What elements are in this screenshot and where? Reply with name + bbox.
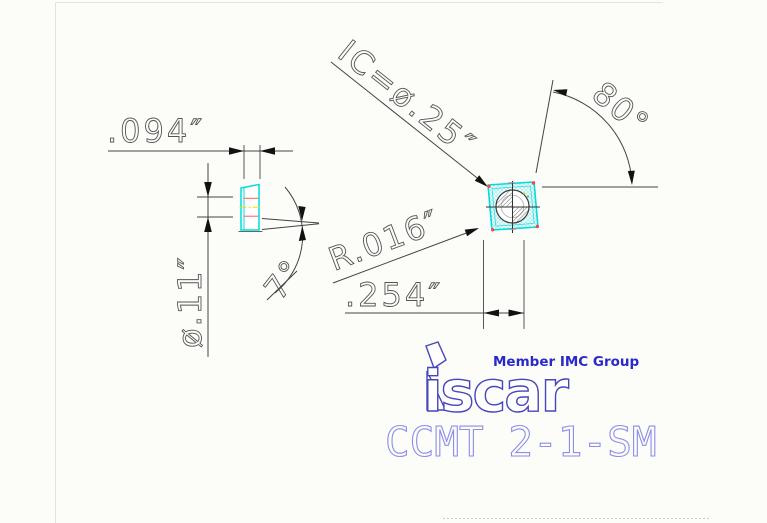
arrowhead-right-icon xyxy=(508,309,524,317)
corner-marker xyxy=(531,181,536,185)
drawing-title: CCMT 2-1-SM xyxy=(385,418,657,466)
arrowhead-icon xyxy=(474,175,488,187)
angle-reference-line xyxy=(261,218,320,224)
thickness-dimension: .094″ xyxy=(107,112,293,179)
corner-marker xyxy=(487,184,491,189)
top-face-edge xyxy=(491,185,535,227)
cutting-edge-length-label: .254″ xyxy=(345,276,443,314)
thickness-label: .094″ xyxy=(107,112,205,150)
logo-wordmark: iscar xyxy=(423,359,569,425)
corner-radius-markers xyxy=(487,181,539,232)
arrowhead-up-icon xyxy=(204,217,212,232)
insert-side-view xyxy=(238,183,263,232)
hole-diameter-label: ø.11″ xyxy=(171,256,209,348)
logo-check-shape xyxy=(426,370,447,411)
arrowhead-left-icon xyxy=(260,147,275,155)
arrowhead-down-icon xyxy=(204,182,212,197)
arrowhead-right-icon xyxy=(229,147,244,155)
leader-line xyxy=(330,61,487,186)
hole-diameter-dimension: ø.11″ xyxy=(171,163,233,357)
vertex-marker-green xyxy=(527,195,529,198)
cutting-edge-length-dimension: .254″ xyxy=(345,240,525,329)
page-border xyxy=(55,2,710,523)
label-underline xyxy=(266,270,298,301)
arrowhead-up-icon xyxy=(298,226,306,241)
vertex-marker-yellow xyxy=(523,192,525,195)
angle-arc xyxy=(552,91,633,184)
arrowhead-left-icon xyxy=(483,309,499,317)
leader-line xyxy=(332,228,478,284)
corner-marker xyxy=(491,228,495,232)
angle-reference-line xyxy=(261,223,320,230)
membership-label: Member IMC Group xyxy=(493,354,640,370)
arrowhead-icon xyxy=(464,228,479,237)
corner-marker xyxy=(535,224,539,229)
logo-flag-shape xyxy=(425,341,447,370)
brand-logo: iscar Member IMC Group xyxy=(422,341,640,426)
angle-extension-line xyxy=(535,79,554,174)
insert-top-view xyxy=(486,181,540,233)
arrowhead-icon xyxy=(553,89,568,97)
arrowhead-icon xyxy=(627,170,635,185)
arrowhead-down-icon xyxy=(298,206,306,221)
